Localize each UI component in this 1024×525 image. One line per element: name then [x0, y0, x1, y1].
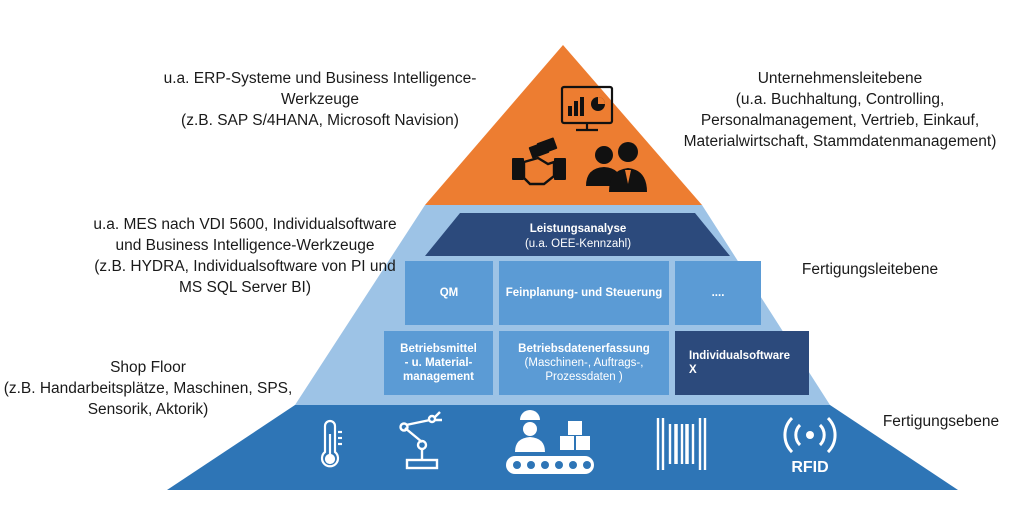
- handshake-icon: [512, 137, 566, 186]
- left-label-erp-line3: (z.B. SAP S/4HANA, Microsoft Navision): [181, 112, 459, 129]
- cell-leistungsanalyse-title: Leistungsanalyse: [530, 223, 627, 235]
- cell-dots-label: ....: [711, 287, 725, 299]
- right-label-bottom-text: Fertigungsebene: [882, 413, 1000, 430]
- cell-leistungsanalyse-sub: (u.a. OEE-Kennzahl): [525, 238, 631, 250]
- left-label-erp-line1: u.a. ERP-Systeme und Business Intelligen…: [163, 70, 477, 87]
- cell-bde-sub1: (Maschinen-, Auftrags-,: [524, 357, 644, 369]
- left-label-shopfloor: Shop Floor (z.B. Handarbeitsplätze, Masc…: [0, 357, 296, 420]
- rfid-icon: [783, 416, 837, 454]
- right-label-top-line4: Materialwirtschaft, Stammdatenmanagement…: [683, 133, 997, 150]
- cell-betriebsmittel-line3: management: [403, 371, 474, 383]
- right-label-top-line2: (u.a. Buchhaltung, Controlling,: [735, 91, 945, 108]
- left-label-mes-line3: (z.B. HYDRA, Individualsoftware von PI u…: [94, 258, 396, 275]
- right-label-middle-text: Fertigungsleitebene: [801, 261, 939, 278]
- right-label-unternehmensleitebene: Unternehmensleitebene (u.a. Buchhaltung,…: [670, 68, 1010, 152]
- cell-betriebsmittel: Betriebsmittel - u. Material- management: [384, 331, 493, 395]
- dashboard-monitor-icon: [560, 85, 614, 132]
- cell-leistungsanalyse-bg: [425, 213, 730, 256]
- barcode-icon: [656, 418, 707, 470]
- left-label-erp: u.a. ERP-Systeme und Business Intelligen…: [150, 68, 490, 131]
- right-label-top-line3: Personalmanagement, Vertrieb, Einkauf,: [700, 112, 980, 129]
- thermometer-icon: [320, 419, 342, 468]
- left-label-shopfloor-line3: Sensorik, Aktorik): [87, 401, 209, 418]
- left-label-mes-line2: und Business Intelligence-Werkzeuge: [115, 237, 375, 254]
- left-label-shopfloor-line2: (z.B. Handarbeitsplätze, Maschinen, SPS,: [3, 380, 293, 397]
- cell-dots: ....: [675, 261, 761, 325]
- cell-betriebsdatenerfassung: Betriebsdatenerfassung (Maschinen-, Auft…: [499, 331, 669, 395]
- cell-betriebsmittel-line2: - u. Material-: [404, 357, 473, 369]
- cell-individualsoftware: Individualsoftware X: [675, 331, 809, 395]
- cell-feinplanung: Feinplanung- und Steuerung: [499, 261, 669, 325]
- right-label-fertigungsleitebene: Fertigungsleitebene: [770, 259, 970, 280]
- robot-arm-icon: [399, 411, 442, 470]
- left-label-erp-line2: Werkzeuge: [280, 91, 360, 108]
- cell-qm: QM: [405, 261, 493, 325]
- left-label-mes-line4: MS SQL Server BI): [178, 279, 312, 296]
- pyramid-tier-unternehmensleitebene: [425, 45, 702, 205]
- cell-individual-line1: Individualsoftware: [689, 350, 790, 362]
- conveyor-worker-icon: [506, 410, 594, 474]
- left-label-mes: u.a. MES nach VDI 5600, Individualsoftwa…: [70, 214, 420, 298]
- left-label-shopfloor-line1: Shop Floor: [110, 359, 186, 376]
- cell-individual-line2: X: [689, 364, 697, 376]
- cell-bde-sub2: Prozessdaten ): [545, 371, 623, 383]
- rfid-label: RFID: [791, 459, 828, 476]
- right-label-fertigungsebene: Fertigungsebene: [862, 411, 1020, 432]
- left-label-mes-line1: u.a. MES nach VDI 5600, Individualsoftwa…: [93, 216, 397, 233]
- cell-qm-label: QM: [439, 287, 459, 299]
- cell-betriebsmittel-line1: Betriebsmittel: [400, 343, 477, 355]
- right-label-top-line1: Unternehmensleitebene: [757, 70, 923, 87]
- cell-bde-title: Betriebsdatenerfassung: [518, 343, 650, 355]
- business-people-icon: [586, 142, 647, 192]
- cell-feinplanung-label: Feinplanung- und Steuerung: [505, 287, 663, 299]
